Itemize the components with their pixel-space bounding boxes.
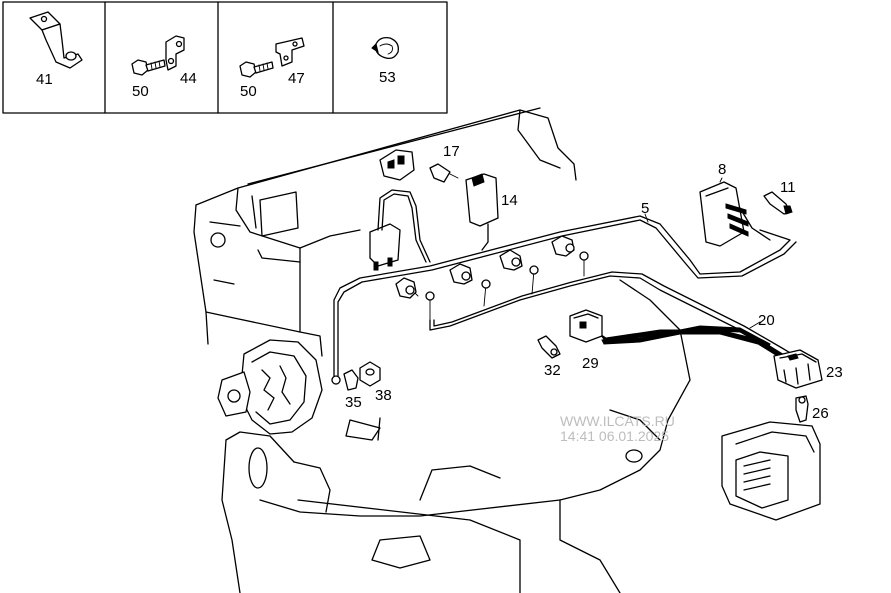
part-29-connector (569, 309, 603, 343)
leader-lines (644, 177, 761, 329)
callout-17[interactable]: 17 (443, 143, 460, 160)
legend-box-44[interactable]: 50 44 (131, 35, 197, 100)
lamp-socket (551, 235, 589, 261)
part-14-sensor (465, 173, 499, 251)
lamp-socket (499, 249, 539, 275)
part-38-nut (359, 361, 381, 387)
part-17-relay (379, 149, 459, 183)
callout-14[interactable]: 14 (501, 192, 518, 209)
alternator (217, 339, 323, 435)
legend-panel: 41 50 44 (2, 1, 448, 114)
bracket-44-icon (165, 35, 185, 71)
bracket-41-icon (29, 11, 83, 69)
part-32-pin (537, 335, 561, 359)
callout-8[interactable]: 8 (718, 161, 726, 178)
legend-label: 50 (132, 83, 149, 100)
callout-29[interactable]: 29 (582, 355, 599, 372)
part-23-multiplug (773, 349, 823, 389)
legend-label: 53 (379, 69, 396, 86)
part-26-socket (795, 395, 809, 423)
bracket-47-icon (275, 37, 305, 67)
legend-label: 41 (36, 71, 53, 88)
plug-connector (369, 189, 431, 271)
lamp-sockets (395, 235, 589, 301)
lamp-socket (449, 263, 491, 289)
control-unit (721, 421, 821, 521)
legend-frame (2, 1, 448, 114)
legend-label: 47 (288, 70, 305, 87)
legend-box-53[interactable]: 53 (371, 36, 399, 86)
clip-53-icon (371, 36, 399, 60)
callout-labels: 17 14 8 11 5 20 23 26 29 32 35 38 (345, 143, 843, 422)
watermark-site: WWW.ILCATS.RU (560, 413, 675, 429)
callout-35[interactable]: 35 (345, 394, 362, 411)
legend-label: 50 (240, 83, 257, 100)
part-35-washer (331, 369, 359, 391)
callout-5[interactable]: 5 (641, 200, 649, 217)
legend-label: 44 (180, 70, 197, 87)
callout-20[interactable]: 20 (758, 312, 775, 329)
harness-20 (599, 325, 787, 361)
callout-26[interactable]: 26 (812, 405, 829, 422)
callout-11[interactable]: 11 (780, 179, 796, 196)
callout-32[interactable]: 32 (544, 362, 561, 379)
bolt-50-icon (239, 61, 274, 78)
lamp-socket (395, 277, 435, 301)
legend-box-41[interactable]: 41 (29, 11, 83, 88)
engine-block (193, 107, 691, 593)
part-8-relay-box (699, 181, 771, 247)
callout-38[interactable]: 38 (375, 387, 392, 404)
legend-box-47[interactable]: 50 47 (239, 37, 305, 100)
watermark-timestamp: 14:41 06.01.2025 (560, 428, 669, 444)
watermark: WWW.ILCATS.RU 14:41 06.01.2025 (560, 413, 675, 444)
part-11-terminal (763, 191, 793, 215)
callout-23[interactable]: 23 (826, 364, 843, 381)
bolt-50-icon (131, 59, 166, 76)
